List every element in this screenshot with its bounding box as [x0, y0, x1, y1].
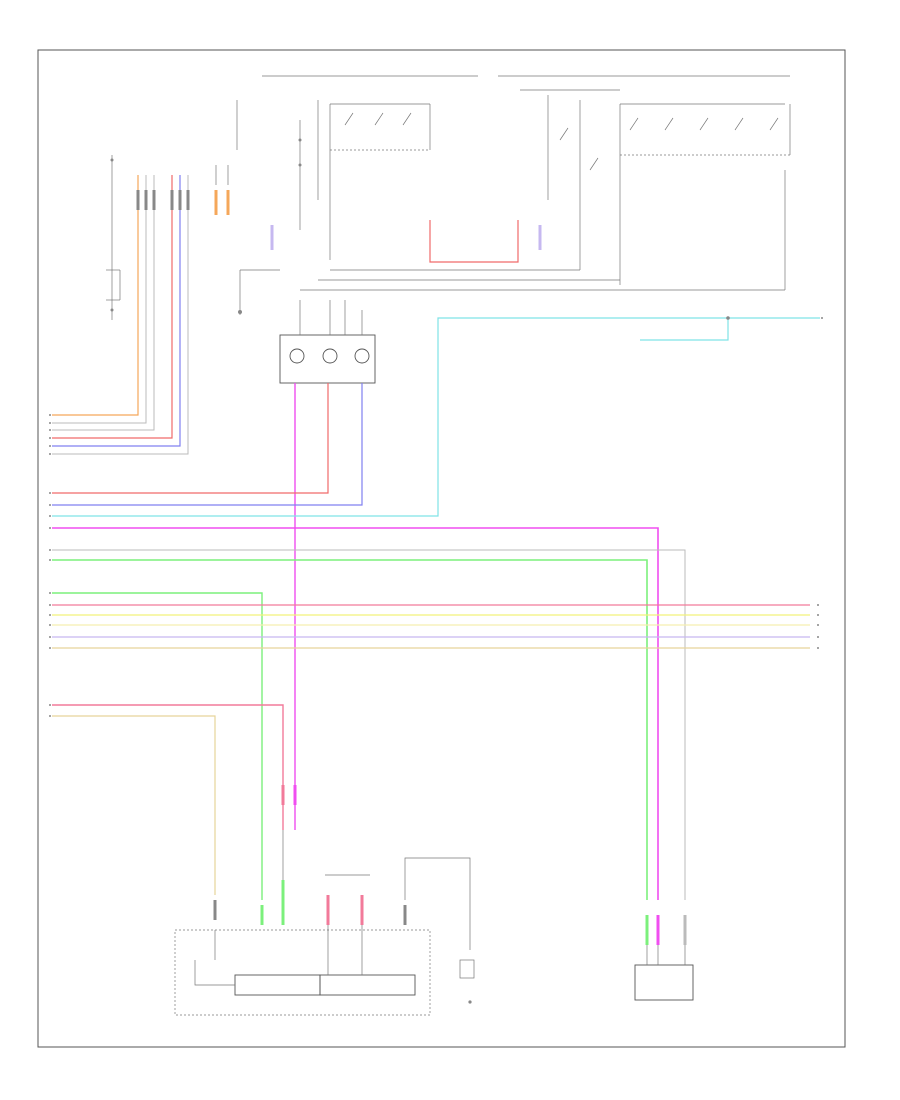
wire-salmon — [52, 175, 173, 439]
wire-gray-1 — [52, 175, 147, 424]
wire-red-loop — [429, 220, 519, 263]
wire-blue-from-block — [52, 383, 363, 506]
bottom-left-module — [174, 785, 431, 1016]
wire-light-blue — [52, 317, 820, 517]
top-center-switches — [262, 75, 791, 291]
wire-red-from-block — [52, 383, 329, 494]
wire-gray-3 — [52, 175, 189, 455]
wire-tan-lower — [52, 715, 216, 895]
wire-green-long — [52, 559, 648, 900]
wire-orange — [52, 175, 139, 416]
wire-magenta-horizontal — [52, 527, 659, 900]
wire-pink-lower — [52, 704, 284, 830]
central-switch-block — [238, 269, 376, 384]
wire-light-blue-branch — [640, 318, 729, 341]
diagram-frame — [37, 49, 846, 1048]
edge-terminals-right — [817, 317, 823, 649]
wire-gray-2 — [52, 175, 155, 431]
bottom-center-sensor — [325, 857, 475, 1004]
wire-gray-right — [52, 549, 686, 900]
wire-blue-left — [52, 175, 181, 447]
wire-green-short — [52, 592, 263, 900]
left-wire-bundle — [52, 165, 230, 455]
bottom-right-module — [634, 915, 694, 1001]
edge-terminals-left — [49, 414, 51, 717]
upper-left-connectors — [106, 100, 238, 320]
